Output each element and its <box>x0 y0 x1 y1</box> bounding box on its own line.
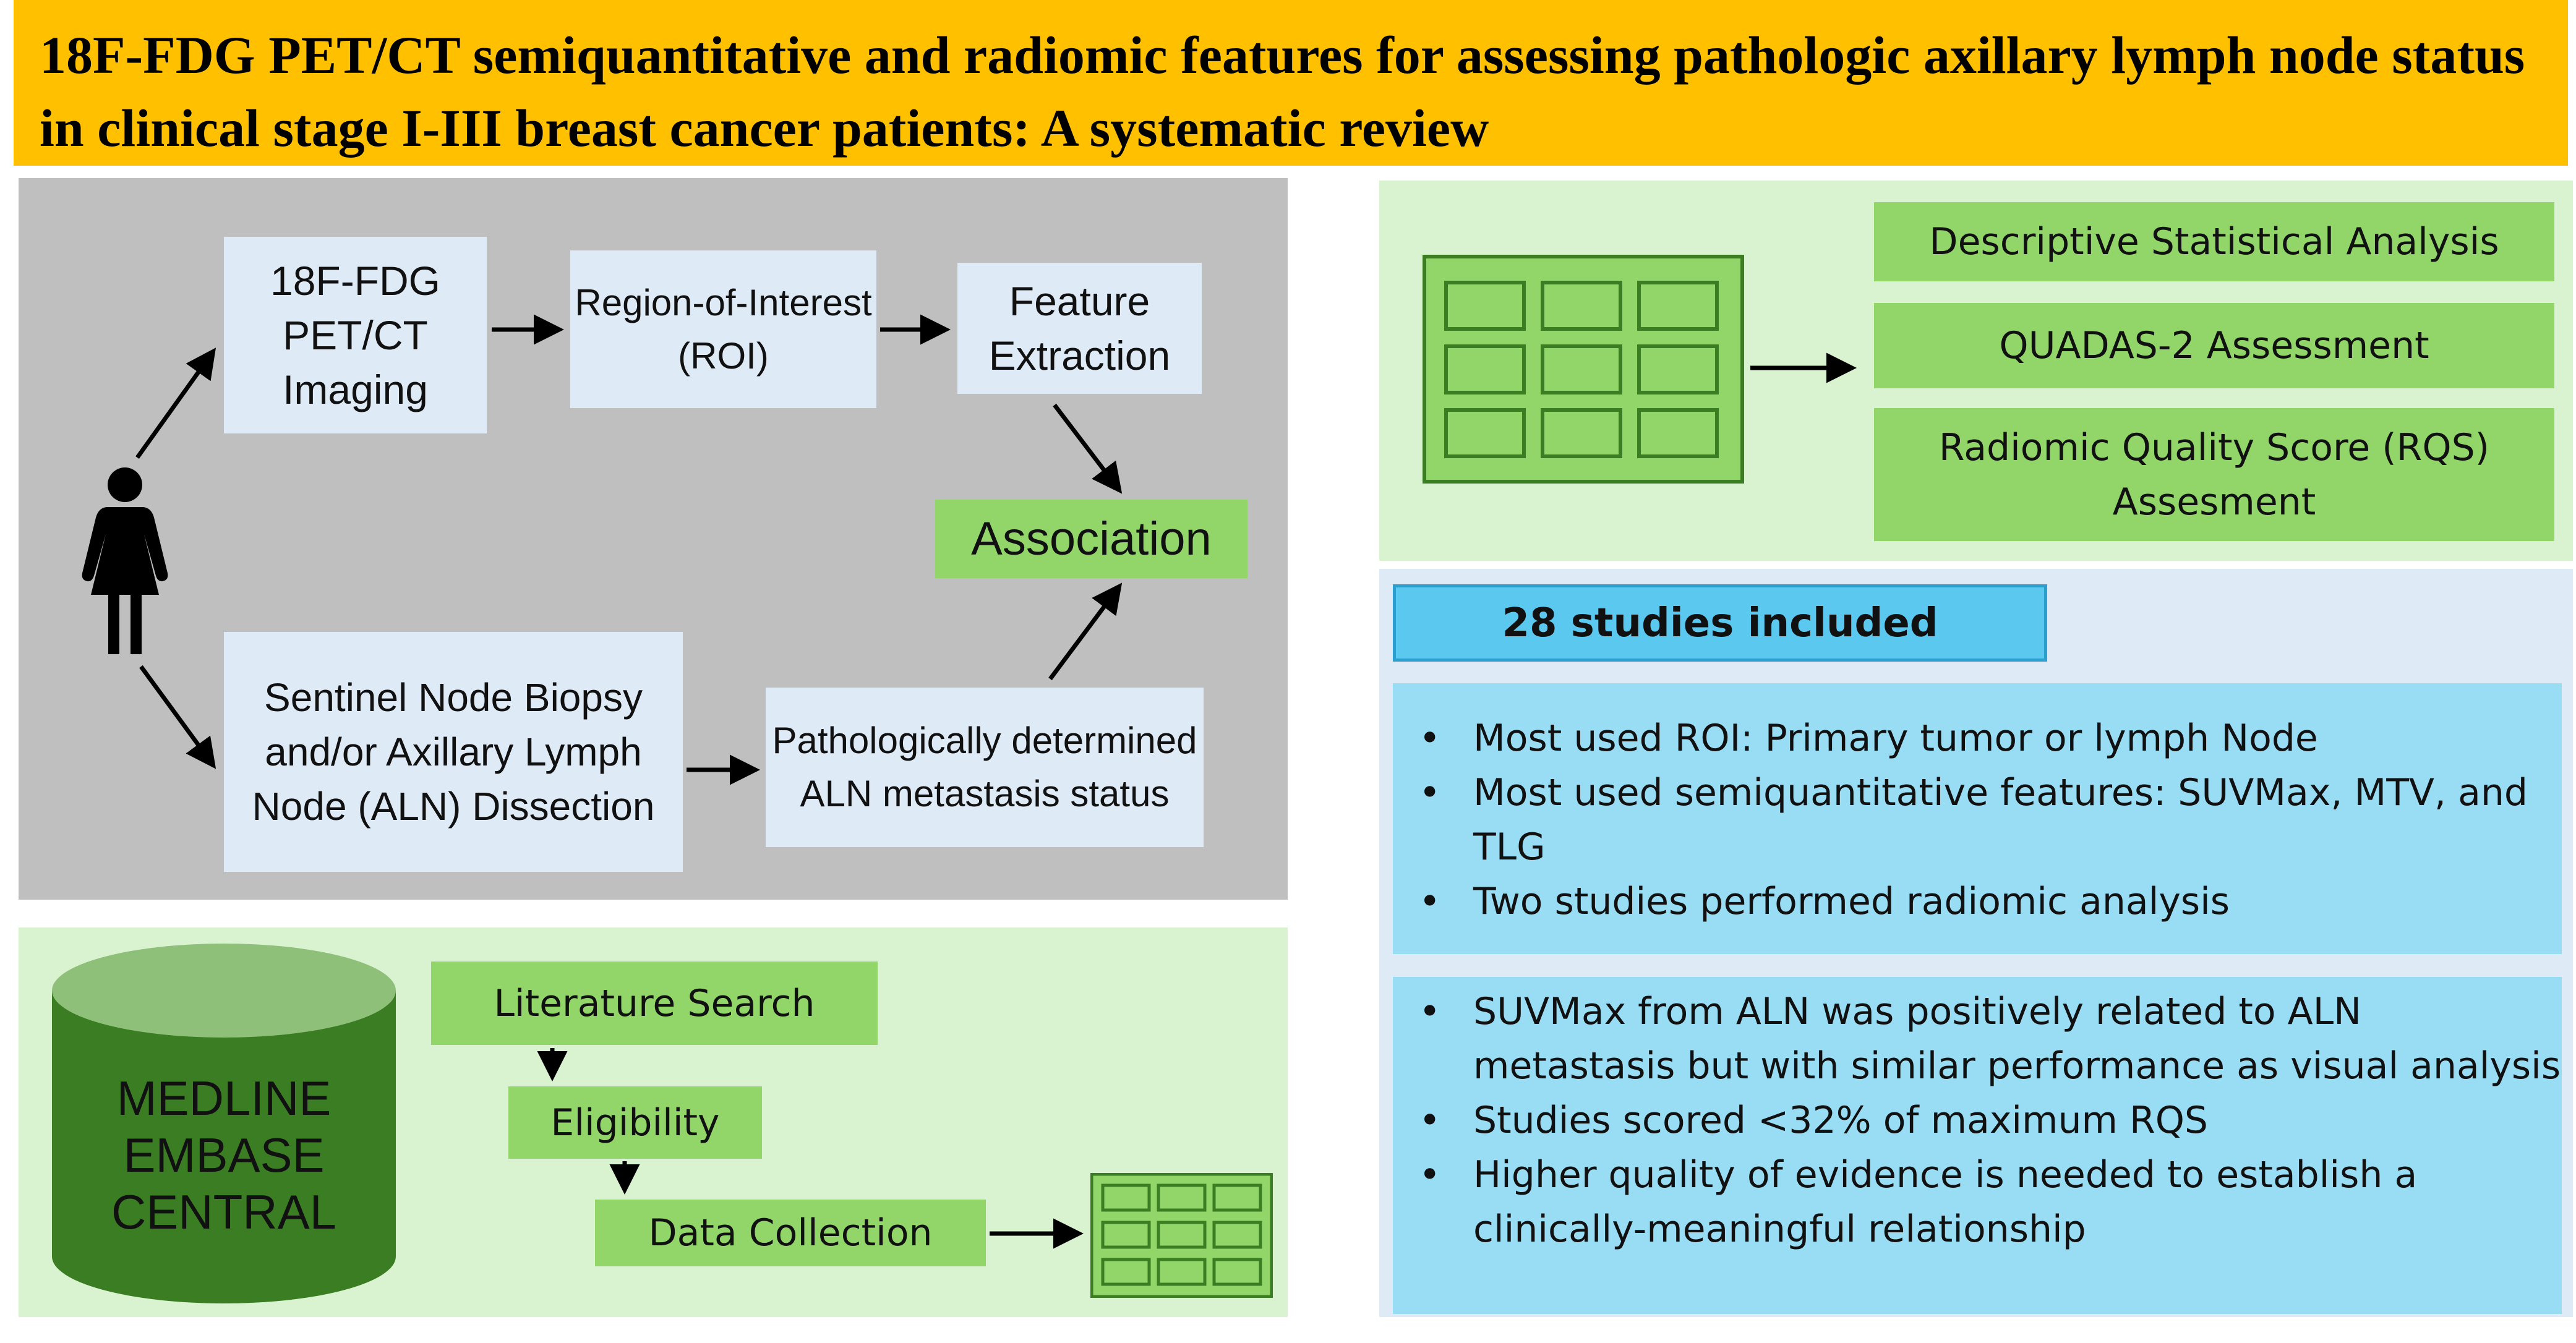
feature-extraction-label: Feature Extraction <box>988 278 1171 378</box>
database-embase: EMBASE <box>123 1128 325 1182</box>
data-collection-box: Data Collection <box>595 1200 986 1266</box>
methods-list: Most used ROI: Primary tumor or lymph No… <box>1393 711 2562 929</box>
studies-header-label: 28 studies included <box>1502 600 1938 646</box>
list-item: Most used semiquantitative features: SUV… <box>1393 765 2562 874</box>
imaging-box: 18F-FDG PET/CT Imaging <box>224 237 487 433</box>
roi-label: Region-of-Interest (ROI) <box>575 281 872 377</box>
data-collection-label: Data Collection <box>648 1211 933 1255</box>
database-medline: MEDLINE <box>116 1071 332 1125</box>
literature-search-label: Literature Search <box>494 981 815 1025</box>
title-bar: 18F-FDG PET/CT semiquantitative and radi… <box>14 0 2568 166</box>
eligibility-label: Eligibility <box>550 1101 720 1145</box>
pathology-box: Pathologically determined ALN metastasis… <box>766 688 1204 847</box>
list-item: Most used ROI: Primary tumor or lymph No… <box>1393 711 2562 765</box>
studies-header: 28 studies included <box>1393 584 2047 662</box>
literature-search-box: Literature Search <box>431 961 878 1045</box>
arrow-feature-to-association <box>1053 403 1123 494</box>
eligibility-box: Eligibility <box>508 1086 762 1159</box>
list-item: SUVMax from ALN was positively related t… <box>1393 984 2562 1093</box>
feature-extraction-box: Feature Extraction <box>957 263 1202 394</box>
imaging-label: 18F-FDG PET/CT Imaging <box>270 258 441 412</box>
table-grid-icon <box>1423 255 1744 484</box>
arrow-patient-to-biopsy <box>139 665 216 769</box>
findings-box: SUVMax from ALN was positively related t… <box>1393 977 2562 1314</box>
arrow-patient-to-imaging <box>135 347 216 459</box>
table-grid-icon <box>1090 1173 1273 1298</box>
biopsy-box: Sentinel Node Biopsy and/or Axillary Lym… <box>224 632 683 872</box>
rqs-label: Radiomic Quality Score (RQS) Assesment <box>1938 425 2490 524</box>
list-item: Higher quality of evidence is needed to … <box>1393 1148 2562 1256</box>
quadas-label: QUADAS-2 Assessment <box>1999 324 2429 367</box>
list-item: Two studies performed radiomic analysis <box>1393 874 2562 929</box>
woman-icon <box>71 465 179 658</box>
descriptive-analysis-box: Descriptive Statistical Analysis <box>1874 202 2554 281</box>
association-box: Association <box>935 500 1247 578</box>
findings-list: SUVMax from ALN was positively related t… <box>1393 984 2562 1256</box>
pathology-label: Pathologically determined ALN metastasis… <box>772 720 1197 814</box>
page-title: 18F-FDG PET/CT semiquantitative and radi… <box>40 25 2525 158</box>
descriptive-analysis-label: Descriptive Statistical Analysis <box>1929 220 2499 263</box>
rqs-box: Radiomic Quality Score (RQS) Assesment <box>1874 408 2554 541</box>
database-list: MEDLINE EMBASE CENTRAL <box>51 1070 397 1240</box>
list-item: Studies scored <32% of maximum RQS <box>1393 1093 2562 1148</box>
biopsy-label: Sentinel Node Biopsy and/or Axillary Lym… <box>252 675 655 829</box>
methods-box: Most used ROI: Primary tumor or lymph No… <box>1393 683 2562 954</box>
arrow-pathology-to-association <box>1048 582 1123 681</box>
quadas-box: QUADAS-2 Assessment <box>1874 303 2554 388</box>
database-cylinder-icon <box>51 941 397 1306</box>
roi-box: Region-of-Interest (ROI) <box>570 250 876 408</box>
association-label: Association <box>971 513 1212 565</box>
database-central: CENTRAL <box>111 1185 337 1239</box>
